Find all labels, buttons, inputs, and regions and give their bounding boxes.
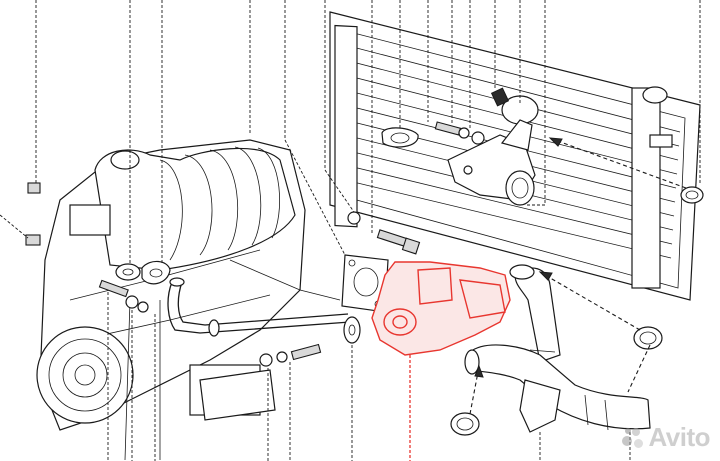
thermostat-housing [381,87,536,206]
assembly-arrows [469,137,687,415]
leader-lines [0,0,701,461]
avito-watermark: Avito [620,422,710,453]
gaskets-left [25,182,361,367]
avito-logo-icon [620,426,644,450]
bolt [376,229,421,255]
coolant-pipe [167,277,351,337]
water-pump-highlighted [371,261,511,461]
engine-block [36,139,341,461]
hoses [464,264,651,433]
hose-clamps [450,186,704,436]
watermark-text: Avito [648,422,710,452]
